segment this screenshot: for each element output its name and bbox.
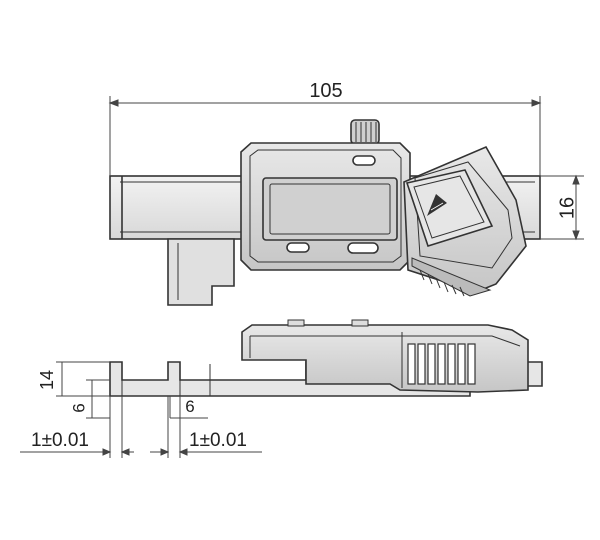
triangle-arrow-icon[interactable] — [405, 169, 494, 247]
oval-slot-left — [286, 242, 310, 253]
grip-ribs — [407, 343, 476, 385]
dim-tolerance-right: 1±0.01 — [189, 430, 247, 451]
dim-jaw-height: 14 — [37, 370, 57, 390]
dim-beam-height: 16 — [556, 197, 578, 219]
top-view — [109, 119, 541, 306]
oval-slot-right — [347, 242, 379, 254]
dimension-lines — [20, 96, 584, 458]
display-screen — [262, 177, 398, 241]
dim-overall-length: 105 — [309, 80, 342, 102]
dim-jaw-step-left: 6 — [69, 403, 88, 412]
slider-body — [240, 142, 411, 271]
thumb-wheel — [350, 119, 380, 145]
side-slider — [241, 324, 529, 393]
dim-jaw-step-right: 6 — [185, 397, 194, 416]
fixed-jaw — [167, 238, 235, 306]
side-view — [109, 319, 543, 397]
oval-slot-top — [352, 155, 376, 166]
dim-tolerance-left: 1±0.01 — [31, 430, 89, 451]
